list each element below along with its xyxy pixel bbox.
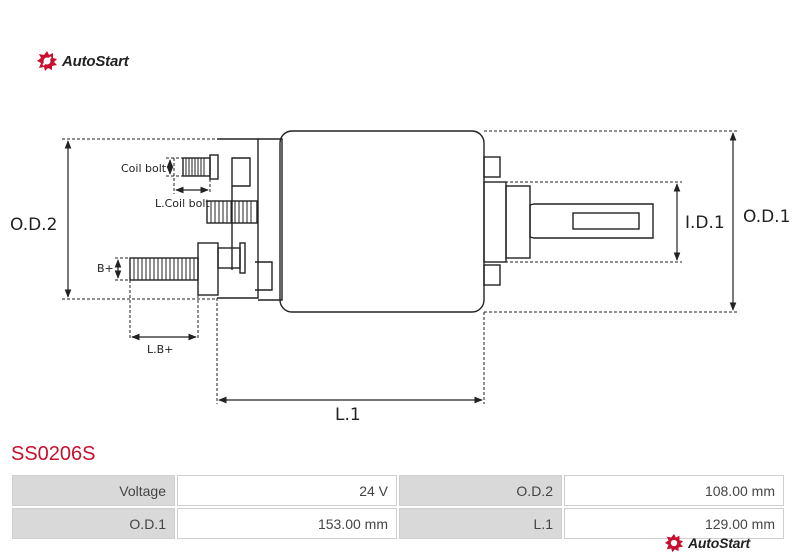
brand-name: AutoStart	[62, 52, 129, 70]
b-plus-terminal	[129, 242, 246, 296]
part-number: SS0206S	[11, 443, 96, 465]
solenoid-drawing: O.D.2 O.D.1 I.D.1 L.1 Coil bolt L.Coil b…	[10, 130, 790, 425]
l-coil-bolt-stud	[206, 200, 258, 224]
coil-bolt-label: Coil bolt	[121, 162, 167, 175]
spec-label: L.1	[399, 508, 562, 539]
logo-gear-icon	[37, 51, 57, 71]
l-coil-bolt-label: L.Coil bolt	[155, 197, 210, 210]
plunger	[483, 156, 654, 286]
table-row: O.D.1 153.00 mm L.1 129.00 mm	[12, 508, 784, 539]
brand-logo-small: AutoStart	[664, 533, 750, 553]
od2-label: O.D.2	[10, 215, 57, 235]
coil-bolt	[182, 154, 219, 180]
spec-value: 153.00 mm	[177, 508, 397, 539]
l1-label: L.1	[335, 405, 361, 425]
brand-name: AutoStart	[688, 535, 750, 551]
od1-label: O.D.1	[743, 207, 790, 227]
spec-value: 108.00 mm	[564, 475, 784, 506]
logo-gear-icon	[664, 533, 684, 553]
id1-label: I.D.1	[685, 213, 725, 233]
brand-logo: AutoStart	[36, 50, 129, 72]
l-b-plus-label: L.B+	[147, 343, 173, 356]
solenoid-cap	[217, 138, 259, 299]
spec-label: O.D.2	[399, 475, 562, 506]
spec-value: 24 V	[177, 475, 397, 506]
solenoid-body	[279, 130, 485, 313]
specs-table: Voltage 24 V O.D.2 108.00 mm O.D.1 153.0…	[10, 473, 786, 541]
table-row: Voltage 24 V O.D.2 108.00 mm	[12, 475, 784, 506]
spec-label: Voltage	[12, 475, 175, 506]
spec-label: O.D.1	[12, 508, 175, 539]
b-plus-label: B+	[97, 262, 114, 275]
